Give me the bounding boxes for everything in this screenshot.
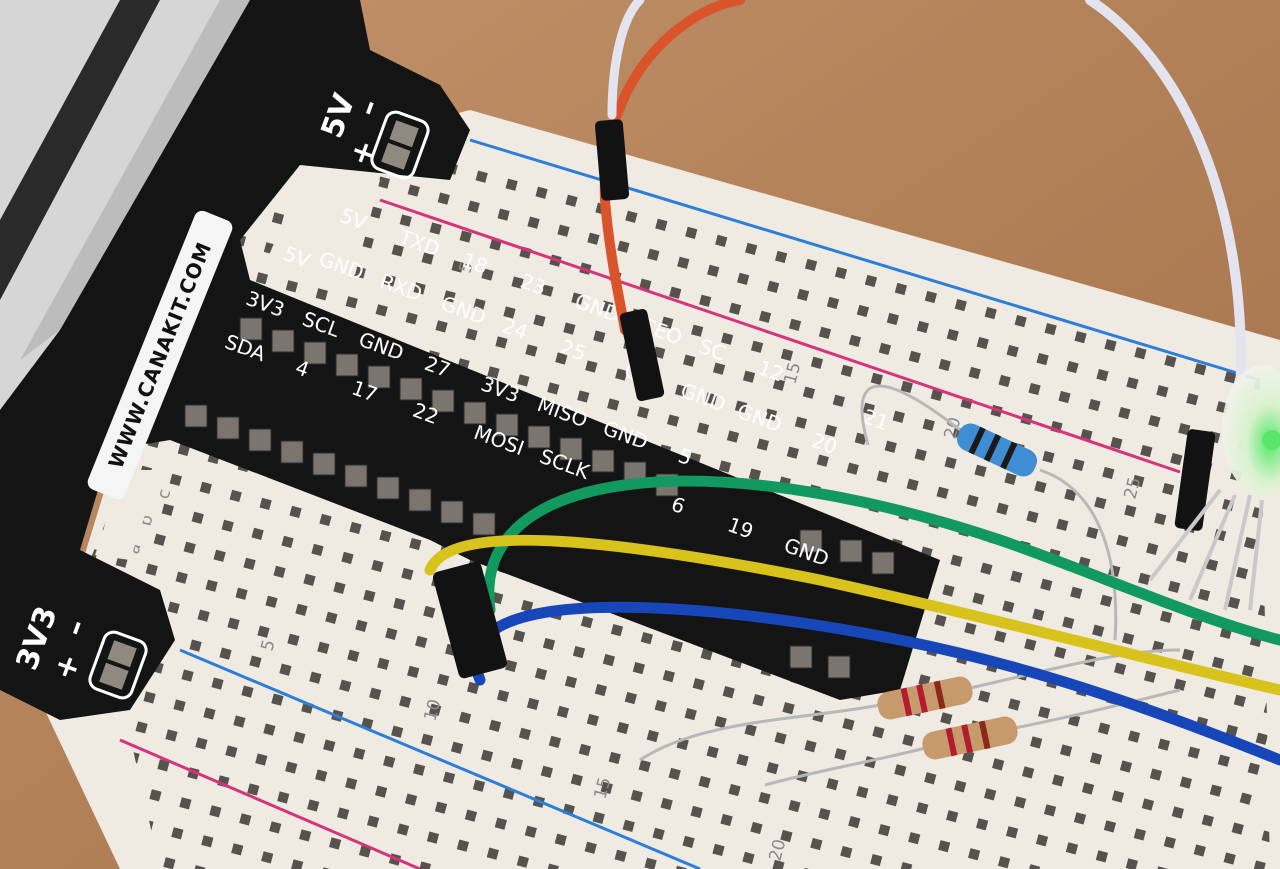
rail-3v3 [88,630,148,700]
pad [440,500,464,524]
resistor-top-band [1000,441,1018,470]
plug-right [1174,429,1216,531]
pad [839,539,863,563]
pad [216,416,240,440]
pad [799,529,823,553]
rail-3v3-pin-2 [107,640,137,668]
rail-5v-pin-1 [381,142,411,170]
pad [431,389,455,413]
wire-green [483,475,1280,646]
pad [472,512,496,536]
resistor-top-lead [860,384,1118,641]
wire-white-right [1085,0,1246,405]
pad [239,317,263,341]
bottom-rail-red-line [119,738,421,869]
bb-mark-5-top: 5 [456,260,478,276]
pad [376,476,400,500]
top-rail-red-line [379,198,1181,474]
pad [312,452,336,476]
pad [367,365,391,389]
pad [184,404,208,428]
rail-5v [370,110,430,180]
resistor-top [860,384,1118,641]
ribbon-cable [0,0,250,410]
header-pads [184,317,895,679]
pad [248,428,272,452]
led-dome [1222,365,1280,495]
ribbon-cable-dark-band [0,0,160,300]
led-legs [1148,488,1264,611]
plug-cluster [432,561,508,679]
resistor-bottom-1-band [916,684,928,713]
pad [344,464,368,488]
rail-3v3-socket [88,630,148,700]
bottom-rail-blue-line [179,648,701,869]
led-glow-spot [1262,430,1280,450]
pad [789,645,813,669]
pad [399,377,423,401]
pad [408,488,432,512]
led [1148,365,1280,611]
pad [495,413,519,437]
cobbler-main-body [0,0,940,720]
wire-yellow [424,534,1280,696]
pad [871,551,895,575]
ribbon-cable-shadow [20,0,250,360]
rail-3v3-pin-1 [99,662,129,690]
t-cobbler-pcb: WWW.CANAKIT.COM 5V – + 3V3 – + [0,0,940,720]
resistor-bottom-1-band [900,687,913,717]
resistor-top-band [983,433,1002,462]
rail-5v-pin-2 [389,120,419,148]
cobbler-cutout-top [265,180,380,275]
resistor-bottom-2 [764,688,1181,787]
resistor-bottom-1-band [933,680,946,710]
cobbler-cutout-bottom [95,470,160,560]
pad [827,655,851,679]
resistor-bottom-2-band [945,727,958,757]
pad [303,341,327,365]
plug-red-bottom [619,309,665,401]
pad [591,449,615,473]
url-badge [87,210,233,500]
plug-white-top [594,119,630,201]
resistor-bottom-1-lead [639,648,1181,762]
wire-blue [470,601,1280,766]
pad [463,401,487,425]
resistor-bottom-2-lead [764,688,1181,787]
resistor-bottom-1 [639,648,1181,762]
resistor-top-band [968,426,986,455]
pad [335,353,359,377]
pad [527,425,551,449]
resistor-bottom-2-band [961,724,973,753]
wire-plugs [432,119,1216,679]
rail-5v-socket [370,110,430,180]
wire-white-left [607,0,645,120]
bb-mark-5-bottom: 5 [258,638,280,654]
resistor-bottom-2-band [978,720,991,750]
pad [559,437,583,461]
pad [280,440,304,464]
pad [271,329,295,353]
